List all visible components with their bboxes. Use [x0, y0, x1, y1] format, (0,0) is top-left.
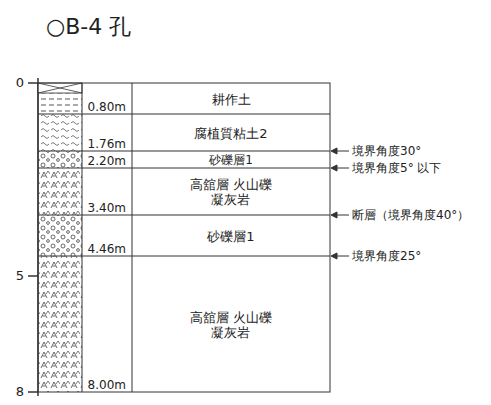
layer-row: 高舘層 火山礫凝灰岩 — [133, 169, 329, 215]
boundary-note: 境界角度30° — [352, 144, 421, 158]
layer-name: 砂礫層1 — [207, 229, 254, 244]
layer-name: 腐植質粘土2 — [194, 126, 267, 141]
layer-row: 腐植質粘土2 — [133, 115, 329, 151]
title: ○B-4 孔 — [46, 14, 131, 40]
boundary-note: 境界角度5° 以下 — [352, 161, 441, 175]
depth-value: 1.76m — [88, 137, 126, 151]
depth-tick: 0 — [16, 76, 24, 90]
depth-value: 2.20m — [88, 154, 126, 168]
layer-row: 砂礫層1 — [133, 152, 329, 168]
depth-value: 8.00m — [88, 378, 126, 392]
layer-name: 砂礫層1 — [209, 154, 253, 167]
depth-value: 4.46m — [88, 242, 126, 256]
layer-name: 高舘層 火山礫凝灰岩 — [188, 310, 274, 340]
depth-value: 0.80m — [88, 100, 126, 114]
depth-tick: 8 — [16, 385, 24, 399]
depth-tick: 5 — [16, 269, 24, 283]
boundary-note: 境界角度25° — [352, 249, 421, 263]
boundary-note: 断層（境界角度40°） — [352, 208, 469, 222]
layer-row: 耕作土 — [133, 84, 329, 114]
depth-value: 3.40m — [88, 201, 126, 215]
layer-row: 高舘層 火山礫凝灰岩 — [133, 257, 329, 392]
layer-name: 高舘層 火山礫凝灰岩 — [188, 177, 274, 207]
layer-name: 耕作土 — [212, 92, 251, 107]
layer-row: 砂礫層1 — [133, 216, 329, 256]
